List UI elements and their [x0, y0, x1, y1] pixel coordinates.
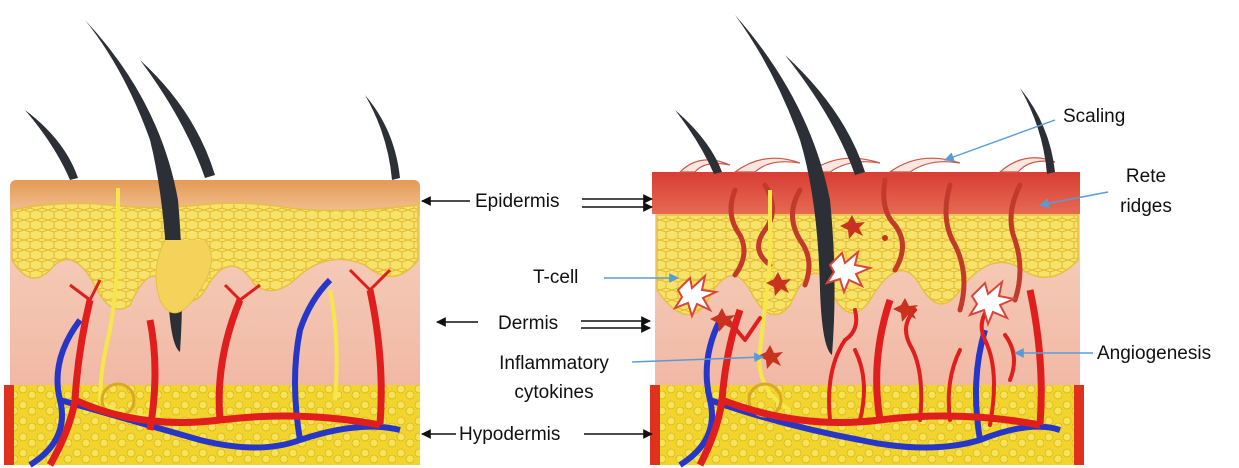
- angiogenesis-label: Angiogenesis: [1097, 343, 1211, 365]
- scales: [680, 158, 1055, 172]
- dermis-label: Dermis: [498, 313, 558, 335]
- cytokine-dot: [882, 235, 888, 241]
- inflammatory-label-line1: Inflammatory: [474, 353, 634, 375]
- rete-label-line1: Rete: [1111, 166, 1181, 188]
- rete-ridges-label: Rete ridges: [1111, 166, 1181, 218]
- epidermis-label: Epidermis: [475, 191, 559, 213]
- scale: [735, 158, 800, 172]
- inflammatory-label-line2: cytokines: [474, 382, 634, 404]
- hypodermis-edge-right-b: [1074, 385, 1084, 465]
- scale: [890, 158, 960, 172]
- tcell-label: T-cell: [533, 267, 578, 289]
- scaling-pointer: [945, 120, 1055, 160]
- hypodermis-edge-left: [4, 385, 14, 465]
- hair-left-4: [365, 95, 400, 180]
- hypodermis-label: Hypodermis: [459, 424, 560, 446]
- psoriatic-skin-block: [650, 15, 1084, 465]
- hair-left-3: [25, 110, 78, 180]
- scaling-label: Scaling: [1063, 106, 1125, 128]
- normal-skin-block: [4, 20, 420, 465]
- rete-label-line2: ridges: [1111, 196, 1181, 218]
- hypodermis-edge-right-a: [650, 385, 660, 465]
- inflammatory-cytokines-label: Inflammatory cytokines: [474, 353, 634, 404]
- scale: [680, 160, 730, 172]
